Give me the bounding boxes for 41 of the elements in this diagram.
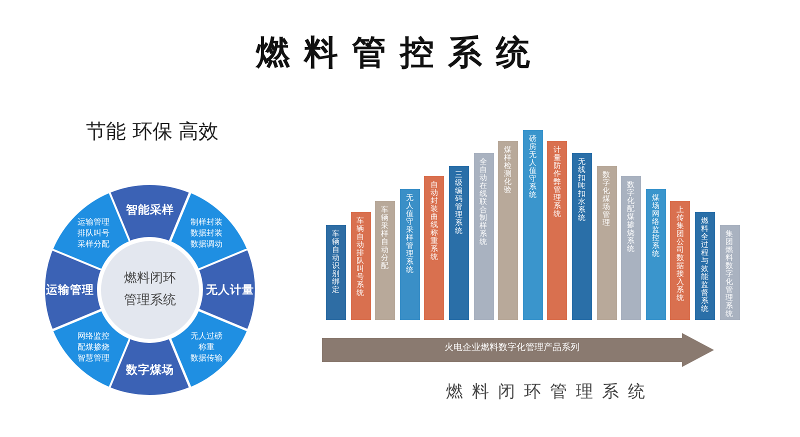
product-bar xyxy=(449,166,469,320)
segment-label: 网络监控 xyxy=(77,330,110,342)
product-bar xyxy=(596,166,617,320)
product-bar xyxy=(326,225,346,320)
product-bar xyxy=(695,212,715,320)
product-bar xyxy=(474,153,494,320)
product-bar xyxy=(522,130,543,320)
segment-label: 数据传输 xyxy=(190,352,223,364)
segment-label: 数字煤场 xyxy=(126,362,174,378)
ring-segment xyxy=(198,249,256,331)
product-bar xyxy=(670,201,690,320)
segment-label: 无人过磅 xyxy=(190,330,223,342)
segment-label: 无人计量 xyxy=(206,282,254,298)
product-bar xyxy=(498,141,518,320)
segment-label: 称重 xyxy=(198,341,215,352)
segment-label: 排队叫号 xyxy=(77,228,110,239)
title: 燃料管控系统 xyxy=(254,32,545,75)
product-bar xyxy=(400,189,420,320)
product-bar xyxy=(646,189,666,320)
segment-label: 运输管理 xyxy=(46,282,94,298)
segment-label: 数据封装 xyxy=(190,228,223,239)
product-bar xyxy=(720,225,740,320)
arrow-label: 火电企业燃料数字化管理产品系列 xyxy=(444,342,580,354)
subtitle: 燃料闭环管理系统 xyxy=(445,381,655,403)
segment-label: 智能采样 xyxy=(126,202,174,218)
product-bar xyxy=(350,212,371,320)
tagline: 节能 环保 高效 xyxy=(86,118,219,145)
segment-label: 制样封装 xyxy=(190,216,223,228)
product-bar xyxy=(547,141,568,320)
ring-segment xyxy=(109,338,191,396)
segment-label: 配煤掺烧 xyxy=(77,341,110,352)
center-label: 燃料闭环管理系统 xyxy=(123,270,177,310)
ring-segment xyxy=(44,249,102,331)
product-bar xyxy=(424,176,444,320)
segment-label: 智慧管理 xyxy=(77,352,110,364)
product-bar xyxy=(572,153,592,320)
segment-label: 采样分配 xyxy=(77,238,110,250)
segment-label: 数据调动 xyxy=(190,238,223,250)
segment-label: 运输管理 xyxy=(77,216,110,228)
product-bar xyxy=(375,201,396,320)
product-bar xyxy=(621,176,642,320)
